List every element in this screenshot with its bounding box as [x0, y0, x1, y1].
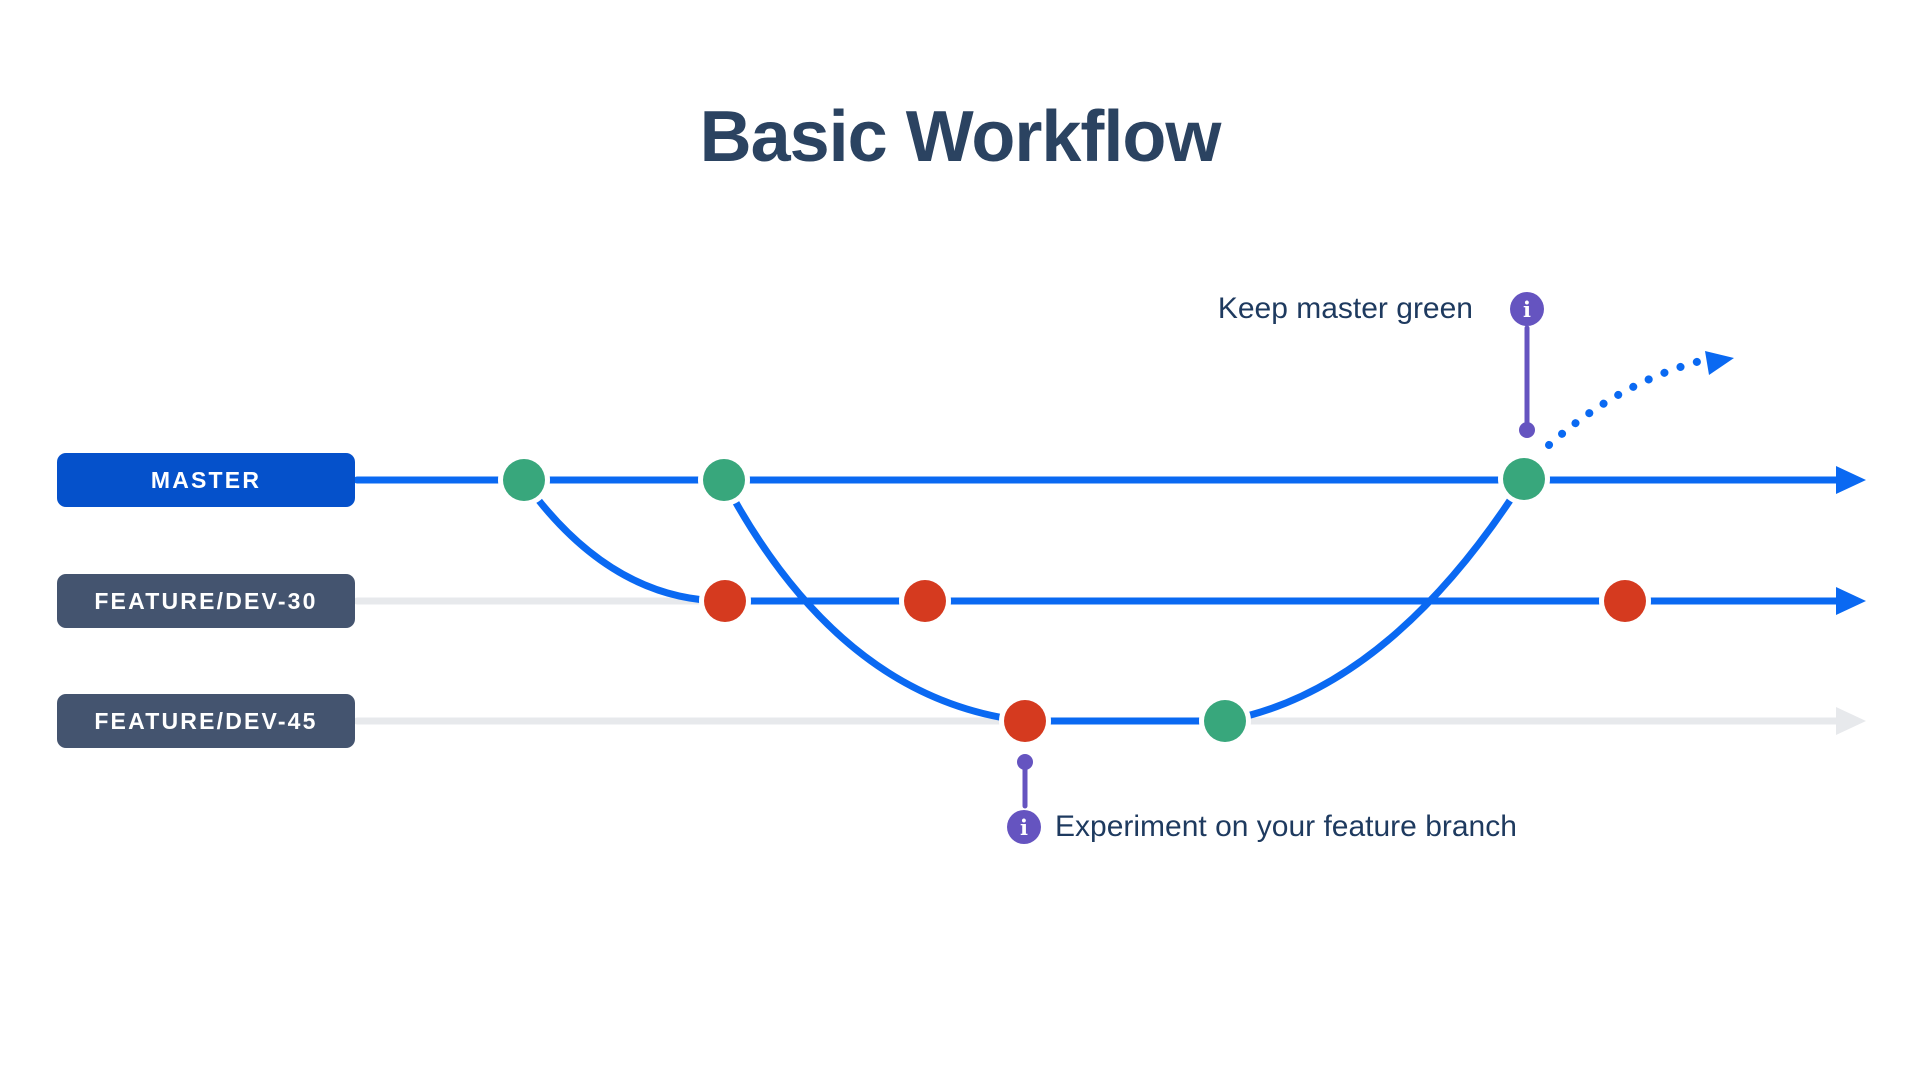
- future-merge-arrow-icon: [1705, 351, 1734, 375]
- commit-dot-master-3: [1503, 458, 1545, 500]
- commit-dot-dev45-1: [1004, 700, 1046, 742]
- commit-dot-dev30-3: [1604, 580, 1646, 622]
- commit-dot-dev45-2: [1204, 700, 1246, 742]
- info-icon-keep-master-green[interactable]: i: [1510, 292, 1544, 326]
- branch-label-master-text: MASTER: [150, 466, 262, 493]
- commit-dot-dev30-1: [704, 580, 746, 622]
- info-icon-glyph: i: [1020, 814, 1028, 840]
- branch-label-master: MASTER: [57, 453, 355, 507]
- branch-curve-master-to-dev30: [520, 477, 729, 605]
- experiment-annotation-stem-dot: [1017, 754, 1033, 770]
- branch-label-feature-dev-45: FEATURE/DEV-45: [57, 694, 355, 748]
- branch-curve-master-to-dev45: [720, 477, 1029, 725]
- commit-dot-dev30-2: [904, 580, 946, 622]
- info-icon-glyph: i: [1523, 296, 1531, 322]
- annotation-experiment: Experiment on your feature branch: [1055, 810, 1517, 843]
- dev45-arrow-icon: [1836, 707, 1866, 735]
- merge-curve-dev45-to-master: [1221, 475, 1528, 725]
- branch-label-feature-dev-30-text: FEATURE/DEV-30: [94, 587, 318, 614]
- future-merge-dotted-curve: [1545, 355, 1712, 449]
- info-icon-experiment[interactable]: i: [1007, 810, 1041, 844]
- master-arrow-icon: [1836, 466, 1866, 494]
- branch-label-feature-dev-30: FEATURE/DEV-30: [57, 574, 355, 628]
- dev30-arrow-icon: [1836, 587, 1866, 615]
- branch-label-feature-dev-45-text: FEATURE/DEV-45: [94, 707, 318, 734]
- commit-dot-master-1: [503, 459, 545, 501]
- annotation-keep-master-green: Keep master green: [1217, 292, 1473, 325]
- page-title: Basic Workflow: [699, 97, 1222, 177]
- keep-master-annotation-stem-dot: [1519, 422, 1535, 438]
- commit-dot-master-2: [703, 459, 745, 501]
